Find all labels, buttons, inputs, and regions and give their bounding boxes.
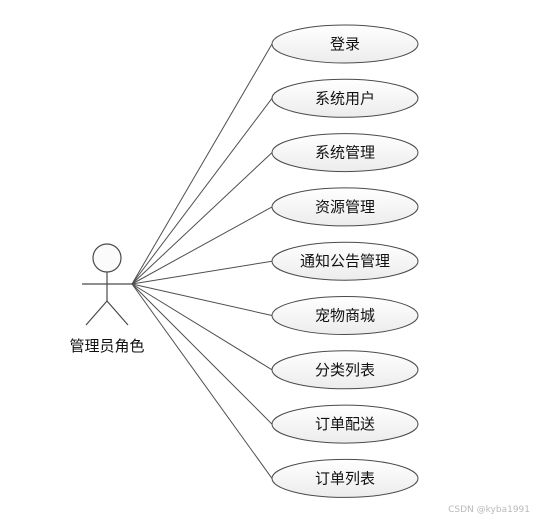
use-case-resource-management: 资源管理 bbox=[271, 187, 419, 227]
use-case-ellipse bbox=[271, 241, 419, 281]
use-case-label: 通知公告管理 bbox=[300, 252, 390, 270]
use-case-label: 宠物商城 bbox=[315, 307, 375, 325]
use-case-label: 订单列表 bbox=[315, 469, 375, 487]
association-line-order-delivery bbox=[131, 283, 273, 425]
association-line-resource-management bbox=[131, 206, 273, 285]
use-case-label: 系统管理 bbox=[315, 144, 375, 162]
association-line-announcement-management bbox=[131, 260, 273, 285]
association-line-login bbox=[131, 43, 273, 285]
actor-name: 管理员角色 bbox=[69, 337, 144, 355]
use-case-category-list: 分类列表 bbox=[271, 350, 419, 390]
use-case-ellipse bbox=[271, 404, 419, 444]
watermark: CSDN @kyba1991 bbox=[448, 505, 530, 515]
use-case-label: 分类列表 bbox=[315, 361, 375, 379]
actor-left-leg bbox=[85, 300, 108, 326]
use-case-ellipse bbox=[271, 296, 419, 335]
use-case-ellipse bbox=[271, 350, 419, 390]
use-case-label: 登录 bbox=[330, 35, 360, 53]
use-case-label: 订单配送 bbox=[315, 415, 375, 433]
use-case-label: 系统用户 bbox=[315, 89, 375, 107]
association-line-system-management bbox=[131, 152, 273, 285]
association-line-category-list bbox=[131, 283, 273, 371]
association-line-pet-mall bbox=[131, 283, 273, 316]
actor-right-leg bbox=[106, 300, 129, 326]
association-line-order-list bbox=[131, 283, 273, 479]
use-case-ellipse bbox=[271, 458, 419, 498]
use-case-order-delivery: 订单配送 bbox=[271, 404, 419, 444]
use-case-ellipse bbox=[271, 187, 419, 227]
use-case-system-users: 系统用户 bbox=[271, 78, 419, 118]
association-line-system-users bbox=[131, 97, 273, 285]
association-lines bbox=[131, 43, 273, 479]
use-case-label: 资源管理 bbox=[315, 198, 375, 216]
use-case-announcement-management: 通知公告管理 bbox=[271, 241, 419, 281]
use-case-order-list: 订单列表 bbox=[271, 458, 419, 498]
use-case-ellipse bbox=[271, 78, 419, 118]
actor-head bbox=[92, 243, 122, 273]
use-case-pet-mall: 宠物商城 bbox=[271, 296, 419, 335]
use-case-ellipse bbox=[271, 133, 419, 173]
actor-admin: 管理员角色 bbox=[69, 243, 145, 355]
use-case-system-management: 系统管理 bbox=[271, 133, 419, 173]
use-case-ellipse bbox=[271, 24, 419, 64]
use-case-login: 登录 bbox=[271, 24, 419, 64]
